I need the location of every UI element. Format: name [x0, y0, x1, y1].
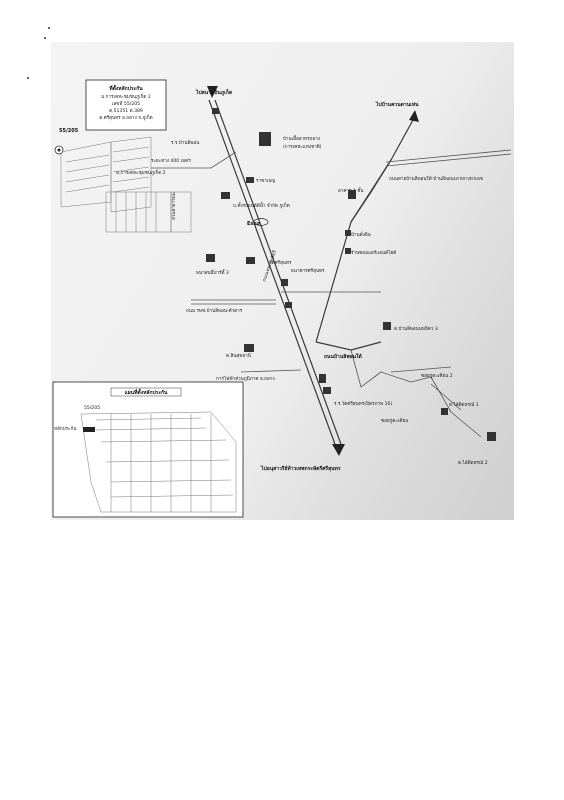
road-top-left [151, 151, 237, 169]
info-box-line4: ต.ศรีสุนทร อ.ถลาง จ.ภูเก็ต [99, 113, 152, 121]
road-lipon-tai [315, 341, 382, 351]
scan-speck [27, 77, 29, 79]
label-to-pa-khlok: ไปบ้านควนตานเห่น [375, 101, 419, 108]
label-school: ร.ร.บ้านลิพอน [171, 140, 200, 146]
label-bank-sri: ธนาคารศรีสุนทร [291, 267, 325, 274]
road-top-right-edge [385, 153, 512, 167]
scan-speck [44, 37, 46, 39]
label-school-sri: ร.ร.วัดศรีสุนทร(มิตรภาพ 16) [334, 400, 392, 407]
location-map: ที่ตั้งหลักประกัน ม.การเคหะชุมชนภูเก็ต 2… [52, 79, 512, 518]
soi-1-road [390, 366, 452, 373]
label-road-ban-lipon: ถนน รพช.บ้านลิพอน-ตัวตาร [186, 307, 243, 314]
label-esso: Esso [247, 221, 260, 227]
arrow-ne-icon [409, 110, 419, 122]
house-icon [345, 230, 351, 236]
info-box-line2: เลขที่ 55/205 [112, 100, 140, 107]
label-pharmacy: พนาสนธิ์ปาร์ตี้ 3 [196, 268, 229, 276]
road-northeast [315, 119, 414, 343]
label-shop-sin: ต.สินสุขธานี [226, 352, 252, 359]
inset-plot-label: หลักประกัน [54, 425, 77, 432]
plot-marker-dot [57, 148, 61, 152]
label-distance: ระยะทาง 400 เมตร [151, 158, 191, 164]
label-soi-1: ซอยกู่ตะเคียน 2 [421, 372, 453, 379]
soi-2-road [430, 383, 462, 411]
main-highway-edge [214, 99, 343, 448]
inset-title: แผนที่ตั้งหลักประกัน [125, 387, 169, 396]
pharmacy-icon [206, 254, 215, 262]
label-house-no-top: 55/205 [59, 128, 79, 134]
info-box-line3: ต.51351 ต.389 [109, 108, 143, 114]
main-highway [208, 99, 337, 448]
label-soi-2: ซอยกู่ตะเคียน [381, 417, 409, 424]
inset-house-no: 55/205 [84, 405, 100, 411]
label-housing-authority: บ้านเอื้ออาทรถลาง [283, 135, 320, 142]
label-bank-branch: บ.ทั้งรถยนต์ดีน้ำ จำกัด ภูเก็ต [233, 201, 290, 209]
info-box-line1: ม.การเคหะชุมชนภูเก็ต 2 [101, 92, 151, 100]
esso-icon [253, 218, 269, 226]
scan-speck [48, 27, 50, 29]
house-icon [345, 248, 351, 254]
label-to-district: ไปอนุสาวรีย์ท้าวเทพกระษัตรีศรีสุนทร [260, 465, 341, 472]
road-winding [350, 349, 482, 438]
label-to-airport: ไปสนามบินภูเก็ต [195, 88, 232, 97]
label-restaurant: ราชาเบญ [256, 178, 275, 184]
road-pea [240, 369, 302, 373]
temple2-icon [487, 432, 496, 441]
arrow-south-icon [332, 444, 345, 456]
hospital-icon [281, 279, 288, 286]
housing-estate [60, 136, 192, 233]
school-icon [323, 387, 331, 394]
label-wat-sri: วัดศรีสุนทร [269, 259, 292, 266]
label-ban-lipon-south: ต.บ้านลิพอนนหอิคว 3 [394, 326, 438, 332]
road-link [350, 159, 392, 223]
temple1-icon [441, 408, 448, 415]
label-road-bang-rong: ถนนสายบ้านลิพอนใต้-บ้านลิพอนนากยางหวเลข [389, 176, 483, 182]
inset-plot-marker [83, 427, 95, 432]
label-park: สวนสาธารณะ [171, 191, 177, 220]
info-box: ที่ตั้งหลักประกัน ม.การเคหะชุมชนภูเก็ต 2… [85, 79, 167, 131]
label-road-lipon-tai: ถนนบ้านลิพอนใต้ [324, 353, 362, 360]
label-temple2: ต.ไอ้ดีดหรณ์ 2 [458, 459, 488, 466]
bank-icon [221, 192, 230, 199]
shop-icon [246, 177, 254, 183]
building-icon [259, 132, 271, 146]
arrow-north-icon [207, 86, 218, 98]
label-pea: การไฟฟ้าส่วนภูมิภาค อ.ถลาง [216, 375, 275, 382]
label-community2: ม.การเคหะชุมชนภูเก็ต 2 [116, 168, 166, 176]
house-icon [383, 322, 391, 330]
tower-icon [319, 374, 326, 383]
shop-sin-icon [244, 344, 254, 352]
convenience-store-icon [285, 302, 292, 308]
label-temple1: ต.ไอ้ดีดหรณ์ 1 [449, 401, 479, 408]
temple-icon [246, 257, 255, 264]
road-top-right [385, 149, 512, 163]
label-housing-authority-sub: (การเคหะแห่งชาติ) [283, 144, 322, 150]
scanned-map-page: ที่ตั้งหลักประกัน ม.การเคหะชุมชนภูเก็ต 2… [51, 42, 514, 520]
building4-icon [348, 190, 356, 199]
label-shop-furniture: ร้านซ่อมแอร์แอนด์ไฮต์ [351, 249, 396, 256]
inset-map: แผนที่ตั้งหลักประกัน 55/205 หลักประกัน [52, 381, 244, 518]
info-box-title: ที่ตั้งหลักประกัน [109, 83, 143, 92]
convenience-store-icon [212, 108, 219, 114]
label-ban-deng: บ้านดั่งอิน [351, 231, 372, 238]
